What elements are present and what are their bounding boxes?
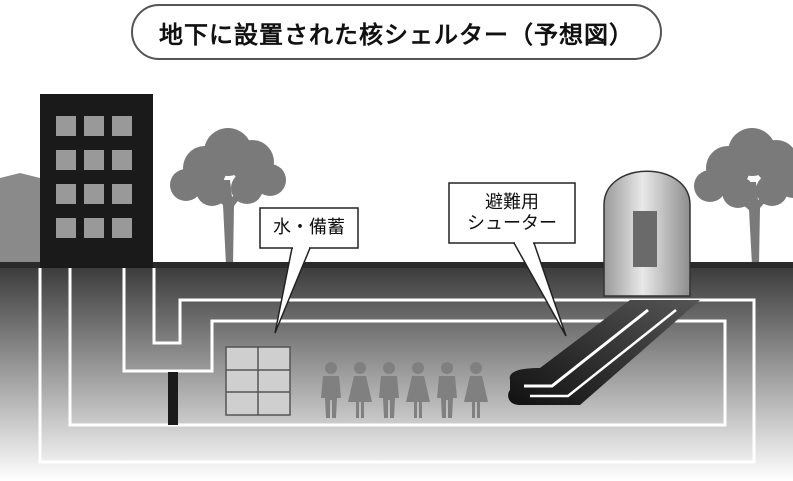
callout-text-chute-line2: シューター: [467, 213, 557, 234]
supply-crates: [225, 346, 291, 416]
callout-box-supplies: [259, 207, 359, 249]
callout-label-chute: 避難用 シューター: [449, 192, 575, 234]
tree-icon: [694, 128, 793, 265]
window-icon: [84, 218, 104, 238]
window-icon: [84, 150, 104, 170]
window-icon: [84, 116, 104, 136]
title-banner: 地下に設置された核シェルター（予想図）: [131, 4, 662, 60]
window-icon: [112, 116, 132, 136]
window-icon: [112, 218, 132, 238]
window-icon: [56, 218, 76, 238]
shelter-outer-outline: [38, 268, 756, 464]
window-icon: [56, 150, 76, 170]
window-icon: [112, 184, 132, 204]
callout-label-supplies: 水・備蓄: [260, 217, 358, 238]
ground: [0, 265, 793, 481]
window-icon: [112, 150, 132, 170]
shelter-room-outline: [68, 268, 727, 427]
window-icon: [56, 184, 76, 204]
support-pillar: [168, 372, 178, 425]
escape-chute: [508, 300, 700, 405]
hill-shape: [0, 173, 40, 265]
callout-text-chute-line1: 避難用: [485, 192, 539, 213]
callout-text-supplies: 水・備蓄: [273, 217, 345, 238]
shelter-dome: [603, 170, 691, 297]
tree-icon: [170, 128, 286, 265]
building-windows: [56, 116, 132, 238]
callout-box-chute: [448, 182, 576, 244]
surface-line: [0, 262, 793, 268]
window-icon: [84, 184, 104, 204]
page-title: 地下に設置された核シェルター（予想図）: [159, 20, 634, 49]
window-icon: [56, 116, 76, 136]
